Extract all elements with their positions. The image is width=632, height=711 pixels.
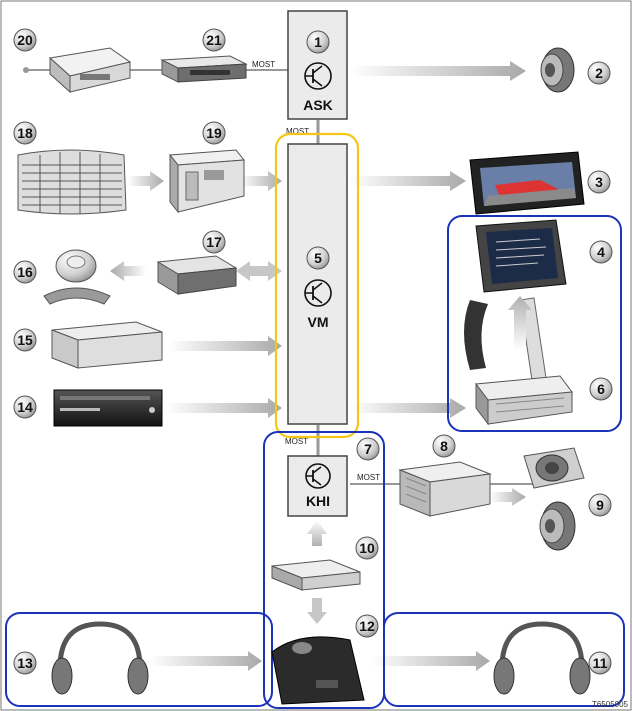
svg-text:5: 5: [314, 250, 322, 266]
vm-highlight-frame: [274, 132, 360, 439]
rear-display-electronics-illustration: [475, 375, 573, 426]
arrow-6-to-4: [508, 296, 532, 350]
arrow-15-vm: [168, 336, 282, 356]
speaker-icon-2: [540, 47, 575, 93]
callout-8: 8: [432, 434, 456, 458]
svg-text:15: 15: [17, 332, 33, 348]
radio-module-illustration: [160, 55, 248, 83]
svg-text:6: 6: [597, 381, 605, 397]
controller-knob-illustration: [43, 249, 111, 305]
svg-text:20: 20: [17, 32, 33, 48]
antenna-amplifier-illustration: [169, 149, 245, 214]
callout-9: 9: [588, 493, 612, 517]
rear-display-illustration: [464, 219, 567, 381]
svg-text:7: 7: [364, 441, 372, 457]
callout-2: 2: [587, 61, 611, 85]
arrow-19-vm: [240, 171, 282, 191]
speaker-icon-9b: [539, 501, 576, 551]
svg-text:14: 14: [17, 399, 33, 415]
svg-text:21: 21: [206, 32, 222, 48]
khi-module: [287, 455, 348, 517]
headphones-icon-11: [493, 621, 591, 695]
callout-6: 6: [589, 377, 613, 401]
callout-4: 4: [589, 240, 613, 264]
callout-18: 18: [13, 121, 37, 145]
svg-text:16: 16: [17, 264, 33, 280]
callout-16: 16: [13, 260, 37, 284]
svg-text:4: 4: [597, 244, 605, 260]
most-label: MOST: [286, 127, 309, 136]
svg-text:17: 17: [206, 234, 222, 250]
right-headphone-highlight-frame: [383, 612, 625, 707]
callout-12: 12: [355, 614, 379, 638]
arrow-headphone-13: [150, 651, 262, 671]
callout-10: 10: [355, 536, 379, 560]
svg-text:8: 8: [440, 438, 448, 454]
svg-text:10: 10: [359, 540, 375, 556]
callout-5: 5: [306, 246, 330, 270]
most-label: MOST: [357, 473, 380, 482]
svg-text:13: 13: [17, 655, 33, 671]
central-display-illustration: [469, 151, 585, 215]
arrow-14-vm: [166, 398, 282, 418]
callout-19: 19: [202, 121, 226, 145]
amplifier-illustration: [398, 461, 492, 517]
arrow-17-vm: [236, 261, 282, 281]
callout-14: 14: [13, 395, 37, 419]
svg-text:2: 2: [595, 65, 603, 81]
arrow-vm-to-display: [350, 171, 466, 191]
speaker-icon-9a: [523, 447, 585, 489]
arrow-12-10: [307, 598, 327, 624]
headphone-socket-illustration: [271, 636, 365, 705]
rear-display-highlight-frame: [447, 215, 622, 432]
control-unit-illustration: [156, 255, 238, 295]
svg-text:3: 3: [595, 174, 603, 190]
svg-text:9: 9: [596, 497, 604, 513]
most-label: MOST: [285, 437, 308, 446]
headphones-icon-13: [51, 621, 149, 695]
rear-window-antenna-illustration: [17, 149, 127, 215]
arrow-vm-to-6: [350, 398, 466, 418]
callout-21: 21: [202, 28, 226, 52]
arrow-ask-to-speaker: [350, 61, 526, 81]
arrow-headphone-11: [372, 651, 490, 671]
callout-7: 7: [356, 437, 380, 461]
khi-highlight-frame: [263, 431, 385, 709]
ask-module: [287, 10, 348, 120]
callout-13: 13: [13, 651, 37, 675]
arrow-17-16: [110, 261, 146, 281]
callout-11: 11: [588, 651, 612, 675]
svg-text:1: 1: [314, 34, 322, 50]
callout-15: 15: [13, 328, 37, 352]
svg-text:12: 12: [359, 618, 375, 634]
left-headphone-highlight-frame: [5, 612, 273, 707]
callout-20: 20: [13, 28, 37, 52]
arrow-8-to-9: [490, 488, 526, 506]
bus-line-end: [23, 67, 29, 73]
tuner-device-illustration: [48, 47, 132, 94]
svg-text:11: 11: [593, 655, 608, 671]
ask-label: ASK: [303, 97, 333, 113]
cd-drive-illustration: [53, 389, 163, 427]
svg-text:19: 19: [206, 125, 222, 141]
khi-label: KHI: [306, 493, 330, 509]
arrow-18-19: [128, 171, 164, 191]
most-label: MOST: [252, 60, 275, 69]
callout-1: 1: [306, 30, 330, 54]
headphone-interface-illustration: [271, 559, 361, 591]
svg-text:18: 18: [17, 125, 33, 141]
dvd-changer-illustration: [51, 321, 163, 369]
vm-label: VM: [308, 314, 329, 330]
arrow-10-khi: [307, 520, 327, 546]
vm-module: [287, 143, 348, 425]
image-code: T6505005: [592, 700, 629, 709]
callout-3: 3: [587, 170, 611, 194]
callout-17: 17: [202, 230, 226, 254]
